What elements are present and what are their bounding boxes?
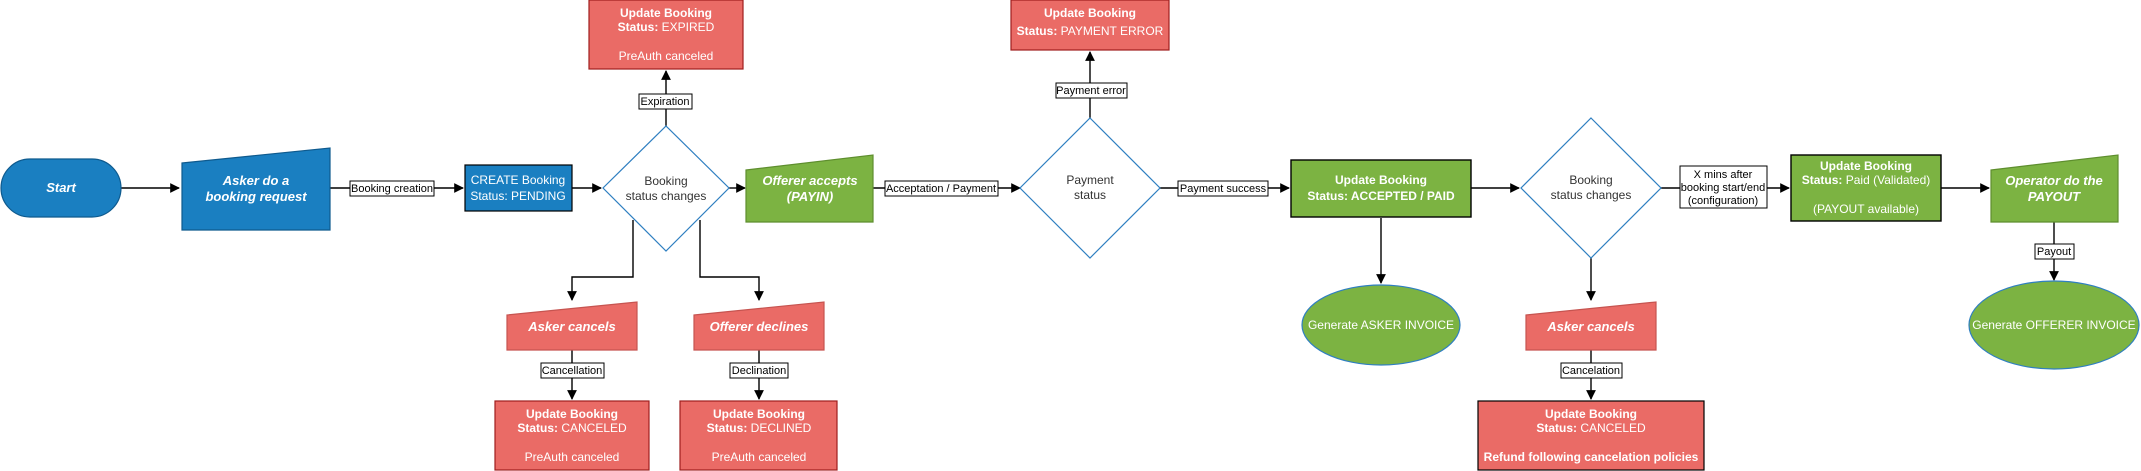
svg-text:Declination: Declination [732, 365, 786, 377]
edge-status1-to-asker-cancels [567, 220, 634, 301]
offerer-declines-label: Offerer declines [710, 319, 809, 334]
create-booking-label-1: CREATE Booking [471, 173, 565, 187]
offerer-accepts-node: Offerer accepts (PAYIN) [745, 154, 874, 223]
offerer-declines-node: Offerer declines [693, 301, 825, 351]
accepted-paid-label-1: Update Booking [1335, 173, 1427, 187]
canceled-2-label-3: Refund following cancelation policies [1484, 450, 1699, 464]
status-changes-2-label-2: status changes [1551, 188, 1632, 202]
operator-payout-label-1: Operator do the [2005, 173, 2103, 188]
offerer-accepts-label-1: Offerer accepts [762, 173, 857, 188]
asker-request-node: Asker do a booking request [181, 147, 331, 231]
create-booking-label-2: Status: PENDING [470, 189, 565, 203]
svg-text:Booking creation: Booking creation [351, 183, 433, 195]
canceled-node-1: Update Booking Status: CANCELED PreAuth … [494, 400, 650, 471]
payment-error-label-1: Update Booking [1044, 6, 1136, 20]
payment-status-label-1: Payment [1066, 173, 1114, 187]
asker-cancels-node-1: Asker cancels [506, 301, 638, 351]
asker-request-label-2: booking request [205, 189, 307, 204]
create-booking-node: CREATE Booking Status: PENDING [464, 164, 573, 212]
svg-text:Payout: Payout [2037, 246, 2071, 258]
canceled-2-label-2: Status: CANCELED [1536, 421, 1646, 435]
svg-text:X mins after: X mins after [1694, 169, 1753, 181]
declined-label-1: Update Booking [713, 407, 805, 421]
payment-status-diamond: Payment status [1019, 117, 1161, 259]
status-changes-2-label-1: Booking [1569, 173, 1612, 187]
expired-label-1: Update Booking [620, 6, 712, 20]
expired-node: Update Booking Status: EXPIRED PreAuth c… [588, 0, 744, 70]
payment-status-label-2: status [1074, 188, 1106, 202]
edge-status1-to-offerer-declines [699, 220, 764, 301]
payment-error-label-2: Status: PAYMENT ERROR [1017, 24, 1164, 38]
paid-validated-label-2: Status: Paid (Validated) [1802, 173, 1931, 187]
expired-label-2: Status: EXPIRED [618, 20, 715, 34]
declined-node: Update Booking Status: DECLINED PreAuth … [679, 400, 838, 471]
canceled-1-label-1: Update Booking [526, 407, 618, 421]
edge-label-acceptation-payment: Acceptation / Payment [884, 180, 999, 197]
paid-validated-label-3: (PAYOUT available) [1813, 202, 1919, 216]
canceled-1-label-2: Status: CANCELED [517, 421, 627, 435]
edge-label-cancelation: Cancelation [1560, 362, 1623, 379]
status-changes-1-label-1: Booking [644, 174, 687, 188]
status-changes-1-label-2: status changes [626, 189, 707, 203]
start-node: Start [0, 158, 122, 218]
edge-label-payout: Payout [2034, 243, 2075, 260]
asker-invoice-label: Generate ASKER INVOICE [1308, 318, 1454, 332]
declined-label-2: Status: DECLINED [707, 421, 812, 435]
operator-payout-node: Operator do the PAYOUT [1990, 154, 2119, 223]
asker-request-label-1: Asker do a [222, 173, 289, 188]
offerer-invoice-node: Generate OFFERER INVOICE [1968, 280, 2140, 370]
operator-payout-label-2: PAYOUT [2028, 189, 2081, 204]
svg-text:Expiration: Expiration [641, 96, 690, 108]
paid-validated-node: Update Booking Status: Paid (Validated) … [1790, 154, 1942, 222]
canceled-1-label-3: PreAuth canceled [525, 450, 620, 464]
asker-cancels-node-2: Asker cancels [1525, 301, 1657, 351]
status-changes-diamond-1: Booking status changes [602, 125, 730, 252]
svg-text:Acceptation / Payment: Acceptation / Payment [886, 183, 996, 195]
accepted-paid-node: Update Booking Status: ACCEPTED / PAID [1290, 159, 1472, 218]
payment-error-node: Update Booking Status: PAYMENT ERROR [1010, 0, 1170, 51]
start-label: Start [46, 180, 76, 195]
edge-label-declination: Declination [729, 362, 789, 379]
svg-text:Cancelation: Cancelation [1562, 365, 1620, 377]
asker-invoice-node: Generate ASKER INVOICE [1301, 284, 1461, 366]
edge-label-expiration: Expiration [638, 93, 693, 110]
asker-cancels-2-label: Asker cancels [1546, 319, 1634, 334]
svg-text:Payment success: Payment success [1180, 183, 1267, 195]
edge-label-cancellation: Cancellation [540, 362, 605, 379]
declined-label-3: PreAuth canceled [712, 450, 807, 464]
svg-text:Payment error: Payment error [1056, 85, 1126, 97]
canceled-2-label-1: Update Booking [1545, 407, 1637, 421]
accepted-paid-label-2: Status: ACCEPTED / PAID [1307, 189, 1455, 203]
asker-cancels-1-label: Asker cancels [527, 319, 615, 334]
edge-label-booking-creation: Booking creation [349, 180, 435, 197]
svg-text:booking start/end: booking start/end [1681, 182, 1765, 194]
expired-label-3: PreAuth canceled [619, 49, 714, 63]
edge-label-payment-error: Payment error [1055, 82, 1128, 99]
paid-validated-label-1: Update Booking [1820, 159, 1912, 173]
svg-text:(configuration): (configuration) [1688, 195, 1758, 207]
offerer-invoice-label: Generate OFFERER INVOICE [1972, 318, 2135, 332]
canceled-node-2: Update Booking Status: CANCELED Refund f… [1477, 400, 1705, 471]
status-changes-diamond-2: Booking status changes [1520, 117, 1662, 259]
edge-label-x-mins: X mins after booking start/end (configur… [1679, 165, 1768, 209]
edge-label-payment-success: Payment success [1177, 180, 1269, 197]
svg-text:Cancellation: Cancellation [542, 365, 603, 377]
offerer-accepts-label-2: (PAYIN) [787, 189, 833, 204]
